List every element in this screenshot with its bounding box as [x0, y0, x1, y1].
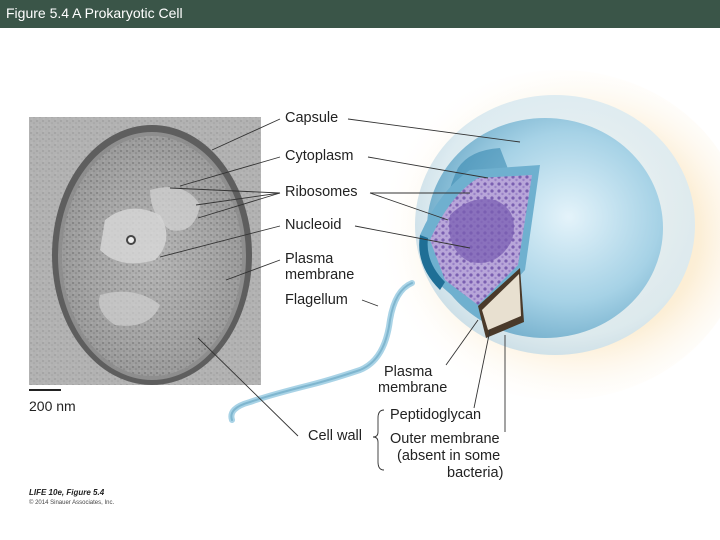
- label-outer-membrane-line2: (absent in some: [397, 448, 501, 464]
- cell-illustration: [228, 95, 695, 423]
- label-nucleoid: Nucleoid: [285, 217, 342, 233]
- credit-copyright: © 2014 Sinauer Associates, Inc.: [29, 500, 115, 506]
- electron-micrograph: [29, 117, 261, 385]
- label-capsule: Capsule: [285, 110, 339, 126]
- label-plasma-membrane-lower-line1: Plasma: [384, 364, 433, 380]
- label-peptidoglycan: Peptidoglycan: [390, 407, 482, 423]
- label-plasma-membrane-line1: Plasma: [285, 251, 334, 267]
- label-outer-membrane-line1: Outer membrane: [390, 431, 500, 447]
- credit-title: LIFE 10e, Figure 5.4: [29, 488, 105, 497]
- label-cytoplasm: Cytoplasm: [285, 148, 354, 164]
- title-bar: Figure 5.4 A Prokaryotic Cell: [0, 0, 720, 28]
- label-plasma-membrane-lower-line2: membrane: [378, 380, 448, 396]
- label-plasma-membrane-line2: membrane: [285, 267, 355, 283]
- page-title: Figure 5.4 A Prokaryotic Cell: [6, 5, 183, 21]
- leader-lines: [159, 118, 521, 471]
- label-ribosomes: Ribosomes: [285, 184, 358, 200]
- label-outer-membrane-line3: bacteria): [447, 465, 504, 481]
- label-flagellum: Flagellum: [285, 292, 348, 308]
- label-cell-wall: Cell wall: [308, 428, 362, 444]
- scale-label: 200 nm: [29, 398, 76, 414]
